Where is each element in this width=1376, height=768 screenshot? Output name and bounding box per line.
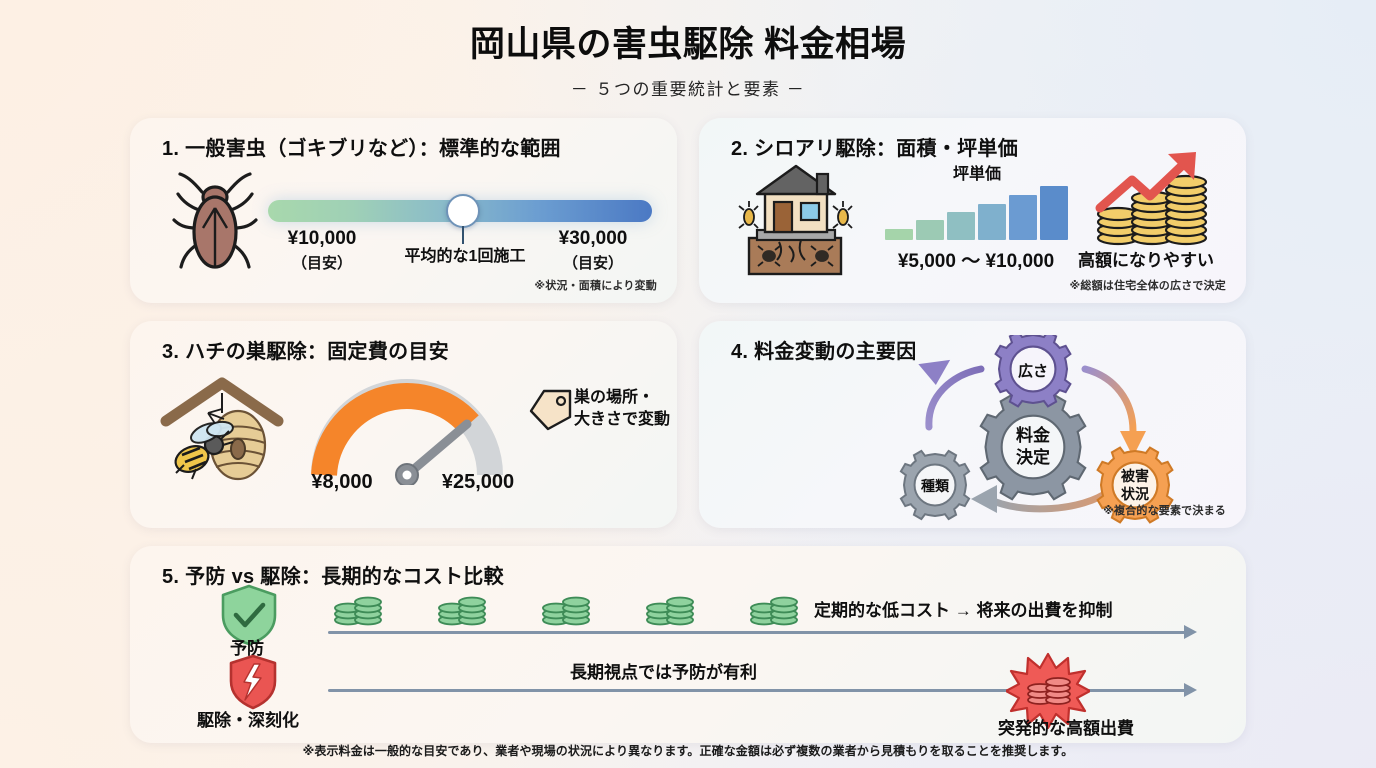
shield-check-icon — [220, 584, 278, 651]
card4-note: ※複合的な要素で決まる — [1103, 505, 1226, 517]
card1-low-price-sub: （目安） — [291, 255, 352, 272]
card1-note: ※状況・面積により変動 — [534, 280, 657, 292]
card5-burst-text: 突発的な高額出費 — [998, 719, 1134, 738]
shield-crack-icon — [228, 654, 278, 715]
slider-pointer-stem — [462, 226, 464, 244]
card5-title: 5. 予防 vs 駆除：長期的なコスト比較 — [162, 566, 504, 588]
card5-top-text: 定期的な低コスト → 将来の出費を抑制 — [814, 601, 1113, 620]
card-termite[interactable]: 2. シロアリ駆除：面積・坪単価 — [699, 118, 1246, 303]
card1-low-price: ¥10,000 — [287, 228, 357, 249]
card2-caption: 高額になりやすい — [1078, 251, 1214, 270]
card1-high-price-sub: （目安） — [562, 255, 623, 272]
coin-stack-icon — [644, 594, 698, 633]
card2-price-range: ¥5,000 〜 ¥10,000 — [897, 251, 1055, 272]
card-prevention-vs-extermination[interactable]: 5. 予防 vs 駆除：長期的なコスト比較 予防 駆除・深刻化 — [130, 546, 1246, 743]
timeline-extermination — [328, 689, 1186, 692]
factors-gear-diagram: 料金 決定 広さ 被害 状況 — [889, 330, 1209, 528]
cockroach-icon — [172, 170, 258, 279]
card1-high-price: ¥30,000 — [558, 228, 628, 249]
timeline-extermination-arrowhead — [1184, 683, 1197, 697]
cards-row-1: 1. 一般害虫（ゴキブリなど）：標準的な範囲 — [130, 118, 1246, 303]
card3-title: 3. ハチの巣駆除：固定費の目安 — [162, 341, 450, 363]
svg-text:料金: 料金 — [1016, 425, 1051, 445]
timeline-prevention — [328, 631, 1186, 634]
card3-high-price: ¥25,000 — [441, 471, 515, 493]
price-tag-icon — [528, 389, 574, 436]
card1-average-label: 平均的な1回施工 — [404, 248, 526, 265]
rising-cost-icon — [1094, 150, 1212, 253]
card5-mid-text: 長期視点では予防が有利 — [570, 663, 757, 682]
timeline-prevention-arrowhead — [1184, 625, 1197, 639]
page-footer-note: ※表示料金は一般的な目安であり、業者や現場の状況により異なります。正確な金額は必… — [302, 744, 1074, 758]
card3-tag-line1: 巣の場所・ — [574, 389, 655, 406]
coin-stack-icon — [332, 594, 386, 633]
bee-hive-icon — [160, 373, 284, 498]
page-subtitle: － ５つの重要統計と要素 － — [570, 80, 806, 99]
cards-grid: 1. 一般害虫（ゴキブリなど）：標準的な範囲 — [130, 118, 1246, 743]
page-title: 岡山県の害虫駆除 料金相場 — [469, 25, 907, 64]
card-wasp-nest[interactable]: 3. ハチの巣駆除：固定費の目安 — [130, 321, 677, 528]
unit-price-bar-chart — [885, 186, 1068, 240]
cost-spike-burst-icon — [1004, 652, 1092, 735]
card5-prevention-label: 予防 — [230, 639, 264, 658]
page-header: 岡山県の害虫駆除 料金相場 － ５つの重要統計と要素 － — [0, 0, 1376, 100]
coin-stack-icon — [436, 594, 490, 633]
termite-house-icon — [719, 160, 869, 285]
card3-low-price: ¥8,000 — [311, 471, 373, 493]
card-price-factors[interactable]: 4. 料金変動の主要因 — [699, 321, 1246, 528]
svg-text:状況: 状況 — [1121, 486, 1149, 502]
coin-stack-icon — [748, 594, 802, 633]
card-general-pests[interactable]: 1. 一般害虫（ゴキブリなど）：標準的な範囲 — [130, 118, 677, 303]
card2-bar-label: 坪単価 — [952, 166, 1001, 183]
svg-text:種類: 種類 — [921, 478, 950, 494]
card3-tag-line2: 大きさで変動 — [574, 410, 671, 428]
card4-title: 4. 料金変動の主要因 — [731, 341, 917, 363]
price-range-slider-knob[interactable] — [446, 194, 480, 228]
card2-note: ※総額は住宅全体の広さで決定 — [1069, 280, 1226, 292]
svg-text:被害: 被害 — [1121, 468, 1149, 484]
cards-row-2: 3. ハチの巣駆除：固定費の目安 — [130, 321, 1246, 528]
coin-stack-icon — [540, 594, 594, 633]
cards-row-3: 5. 予防 vs 駆除：長期的なコスト比較 予防 駆除・深刻化 — [130, 546, 1246, 743]
card2-title: 2. シロアリ駆除：面積・坪単価 — [731, 138, 1019, 160]
cost-gauge — [304, 377, 510, 490]
card5-extermination-label: 駆除・深刻化 — [197, 711, 299, 730]
svg-text:決定: 決定 — [1016, 447, 1050, 467]
card3-tag-text: 巣の場所・ 大きさで変動 — [574, 387, 670, 430]
card1-title: 1. 一般害虫（ゴキブリなど）：標準的な範囲 — [162, 138, 561, 160]
svg-text:広さ: 広さ — [1018, 362, 1048, 380]
